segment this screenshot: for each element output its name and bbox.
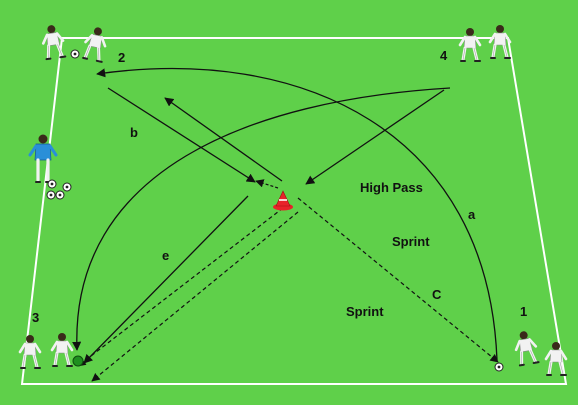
arrow-a <box>96 67 498 361</box>
sprint-label-1: Sprint <box>392 234 430 249</box>
position-label-2: 2 <box>118 50 125 65</box>
arrow-label-b: b <box>130 125 138 140</box>
ball-icon <box>47 179 57 189</box>
arrow-label-a: a <box>468 207 476 222</box>
high-pass-label: High Pass <box>360 180 423 195</box>
arrow-cone-to-2 <box>164 97 283 182</box>
coach-icon <box>28 134 58 183</box>
ball-icon <box>494 362 504 372</box>
ball-icon <box>46 190 56 200</box>
sprint-to-3-b <box>91 211 299 382</box>
position-label-1: 1 <box>520 304 527 319</box>
arrow-4-to-cone <box>305 89 445 185</box>
cone-icon <box>273 190 293 211</box>
sprint-label-2: Sprint <box>346 304 384 319</box>
arrow-label-c: C <box>432 287 442 302</box>
position-label-3: 3 <box>32 310 39 325</box>
sprint-short <box>255 179 279 189</box>
arrow-b <box>107 87 256 183</box>
field-boundary <box>20 37 568 385</box>
ball-icon <box>70 49 80 59</box>
ball-icon <box>62 182 72 192</box>
sprint-to-3-a <box>77 207 284 367</box>
arrow-high-pass <box>72 87 451 351</box>
arrow-c-sprint <box>297 197 499 363</box>
ball-icon <box>72 355 84 367</box>
arrow-label-e: e <box>162 248 169 263</box>
ball-icon <box>55 190 65 200</box>
arrow-e <box>83 195 249 364</box>
position-label-4: 4 <box>440 48 448 63</box>
